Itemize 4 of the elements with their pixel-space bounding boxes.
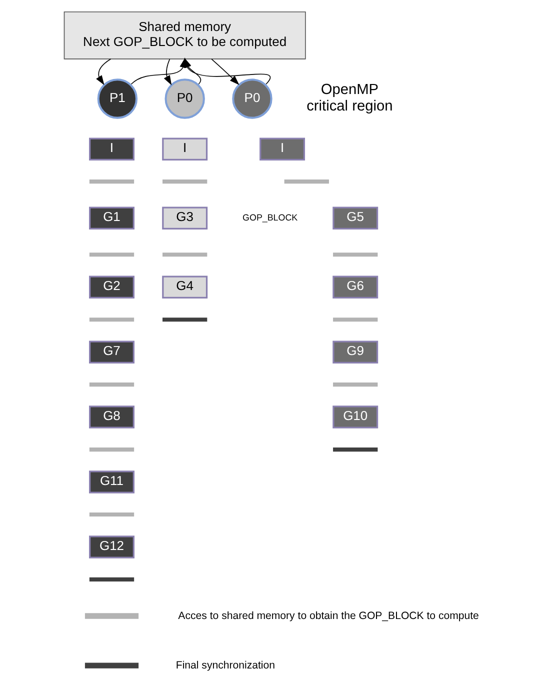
legend-label: Acces to shared memory to obtain the GOP_BLOCK to compute (178, 610, 479, 622)
label: OpenMP critical region (306, 82, 393, 114)
legend-label: Final synchronization (176, 659, 275, 672)
label: GOP_BLOCK (242, 212, 298, 222)
